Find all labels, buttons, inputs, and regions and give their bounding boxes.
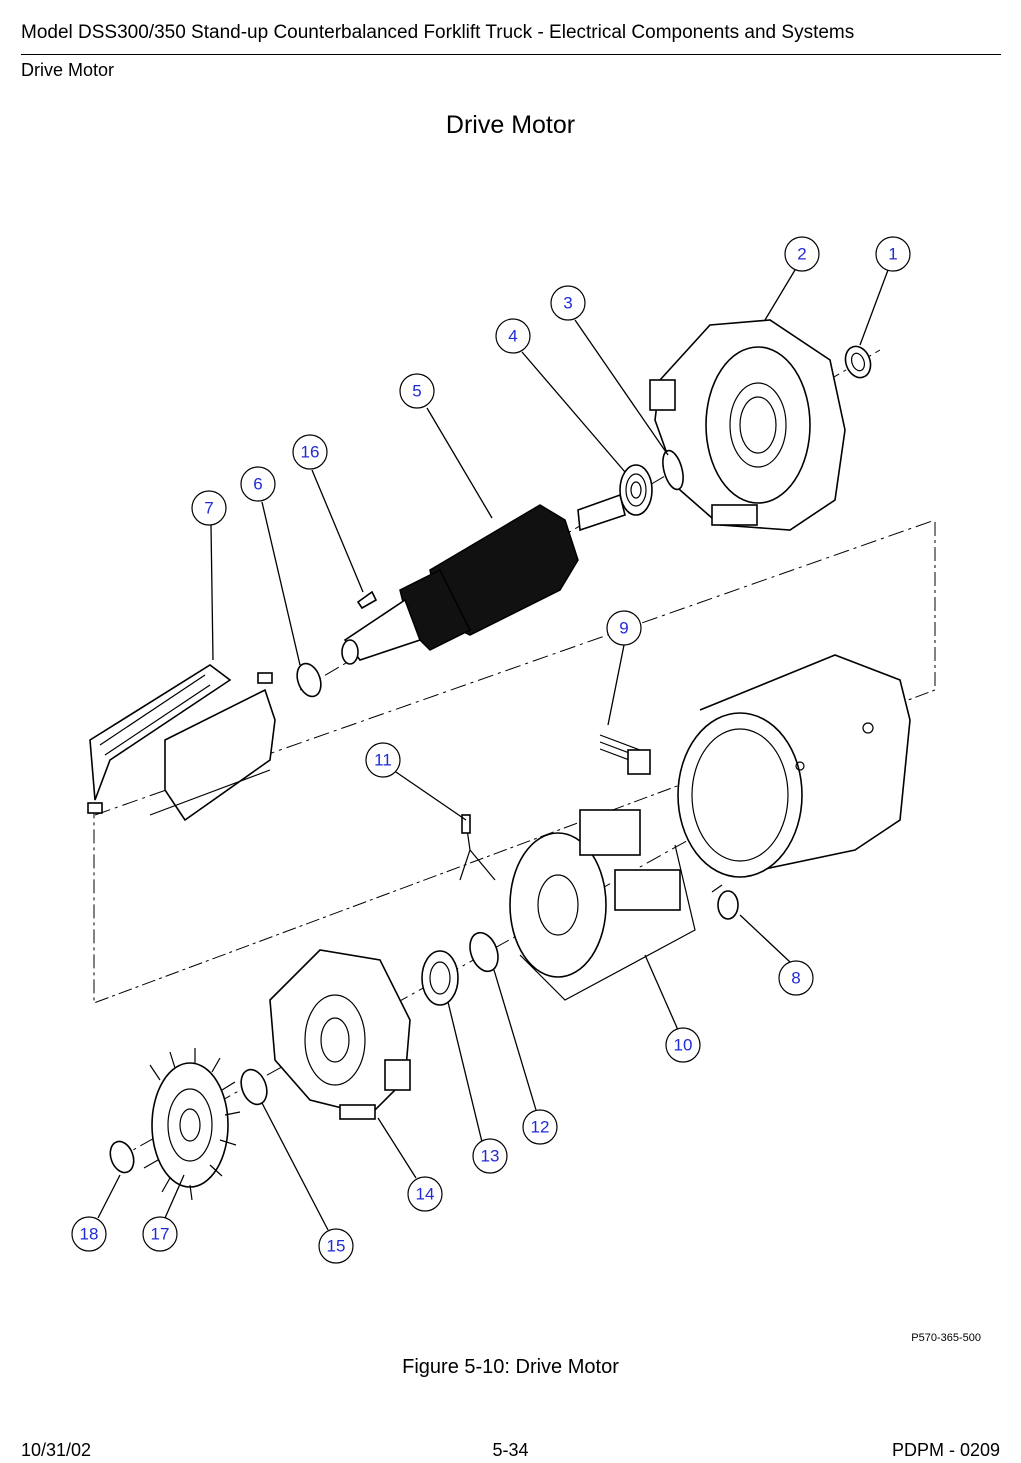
svg-text:5: 5 [412,382,421,401]
callout-1: 1 [875,236,911,272]
svg-text:12: 12 [531,1118,550,1137]
svg-text:16: 16 [301,443,320,462]
figure-caption: Figure 5-10: Drive Motor [402,1356,619,1378]
part-4-bearing [619,464,653,516]
footer-date: 10/31/02 [21,1440,92,1460]
part-8-spring [711,884,739,920]
footer-page-number: 5-34 [492,1440,529,1460]
callout-14: 14 [407,1176,443,1212]
callout-4: 4 [495,318,531,354]
page-heading: Drive Motor [445,111,576,139]
svg-text:2: 2 [797,245,806,264]
svg-text:7: 7 [204,499,213,518]
svg-text:15: 15 [327,1237,346,1256]
part-15-ring [240,1068,268,1106]
callout-7: 7 [191,490,227,526]
svg-text:13: 13 [481,1147,500,1166]
part-11-lead [459,814,496,881]
callout-5: 5 [399,373,435,409]
part-9-connector [599,734,651,775]
part-1-seal [844,345,872,379]
callout-15: 15 [318,1228,354,1264]
svg-text:17: 17 [151,1225,170,1244]
part-10-brush-plate [509,809,696,1001]
part-3-snap-ring [662,449,684,491]
part-6-ring [296,662,322,698]
svg-text:10: 10 [674,1036,693,1055]
drawing-reference-code: P570-365-500 [911,1332,981,1344]
callout-16: 16 [292,434,328,470]
callout-18: 18 [71,1216,107,1252]
callout-6: 6 [240,466,276,502]
svg-text:18: 18 [80,1225,99,1244]
svg-text:4: 4 [508,327,517,346]
callout-8: 8 [778,960,814,996]
part-14-end-cap [269,949,411,1120]
callout-9: 9 [606,610,642,646]
footer-doc-number: PDPM - 0209 [891,1440,1000,1460]
part-13-bearing [421,950,459,1006]
part-16-key [356,590,378,610]
part-18-snap-ring [109,1140,135,1174]
section-name: Drive Motor [21,60,115,80]
part-17-fan [143,1048,241,1201]
callout-12: 12 [522,1109,558,1145]
document-header-title: Model DSS300/350 Stand-up Counterbalance… [21,22,855,43]
motor-frame [677,654,911,878]
svg-text:14: 14 [416,1185,435,1204]
leader-lines [97,269,889,1231]
callout-3: 3 [550,285,586,321]
callout-11: 11 [365,742,401,778]
callout-2: 2 [784,236,820,272]
callout-13: 13 [472,1138,508,1174]
svg-text:1: 1 [888,245,897,264]
part-5-armature [341,493,626,665]
svg-text:11: 11 [374,751,392,770]
part-7-field-coils [87,664,276,822]
callout-10: 10 [665,1027,701,1063]
callout-17: 17 [142,1216,178,1252]
svg-text:3: 3 [563,294,572,313]
svg-text:9: 9 [619,619,628,638]
part-12-snap-ring [469,931,499,973]
header-rule [21,54,1001,55]
svg-text:6: 6 [253,475,262,494]
svg-text:8: 8 [791,969,800,988]
assembly-guide-line [93,522,936,1004]
exploded-parts-diagram: 1 2 3 4 5 6 7 8 9 10 11 12 13 14 15 16 1… [71,236,936,1264]
part-2-end-housing [649,319,846,531]
